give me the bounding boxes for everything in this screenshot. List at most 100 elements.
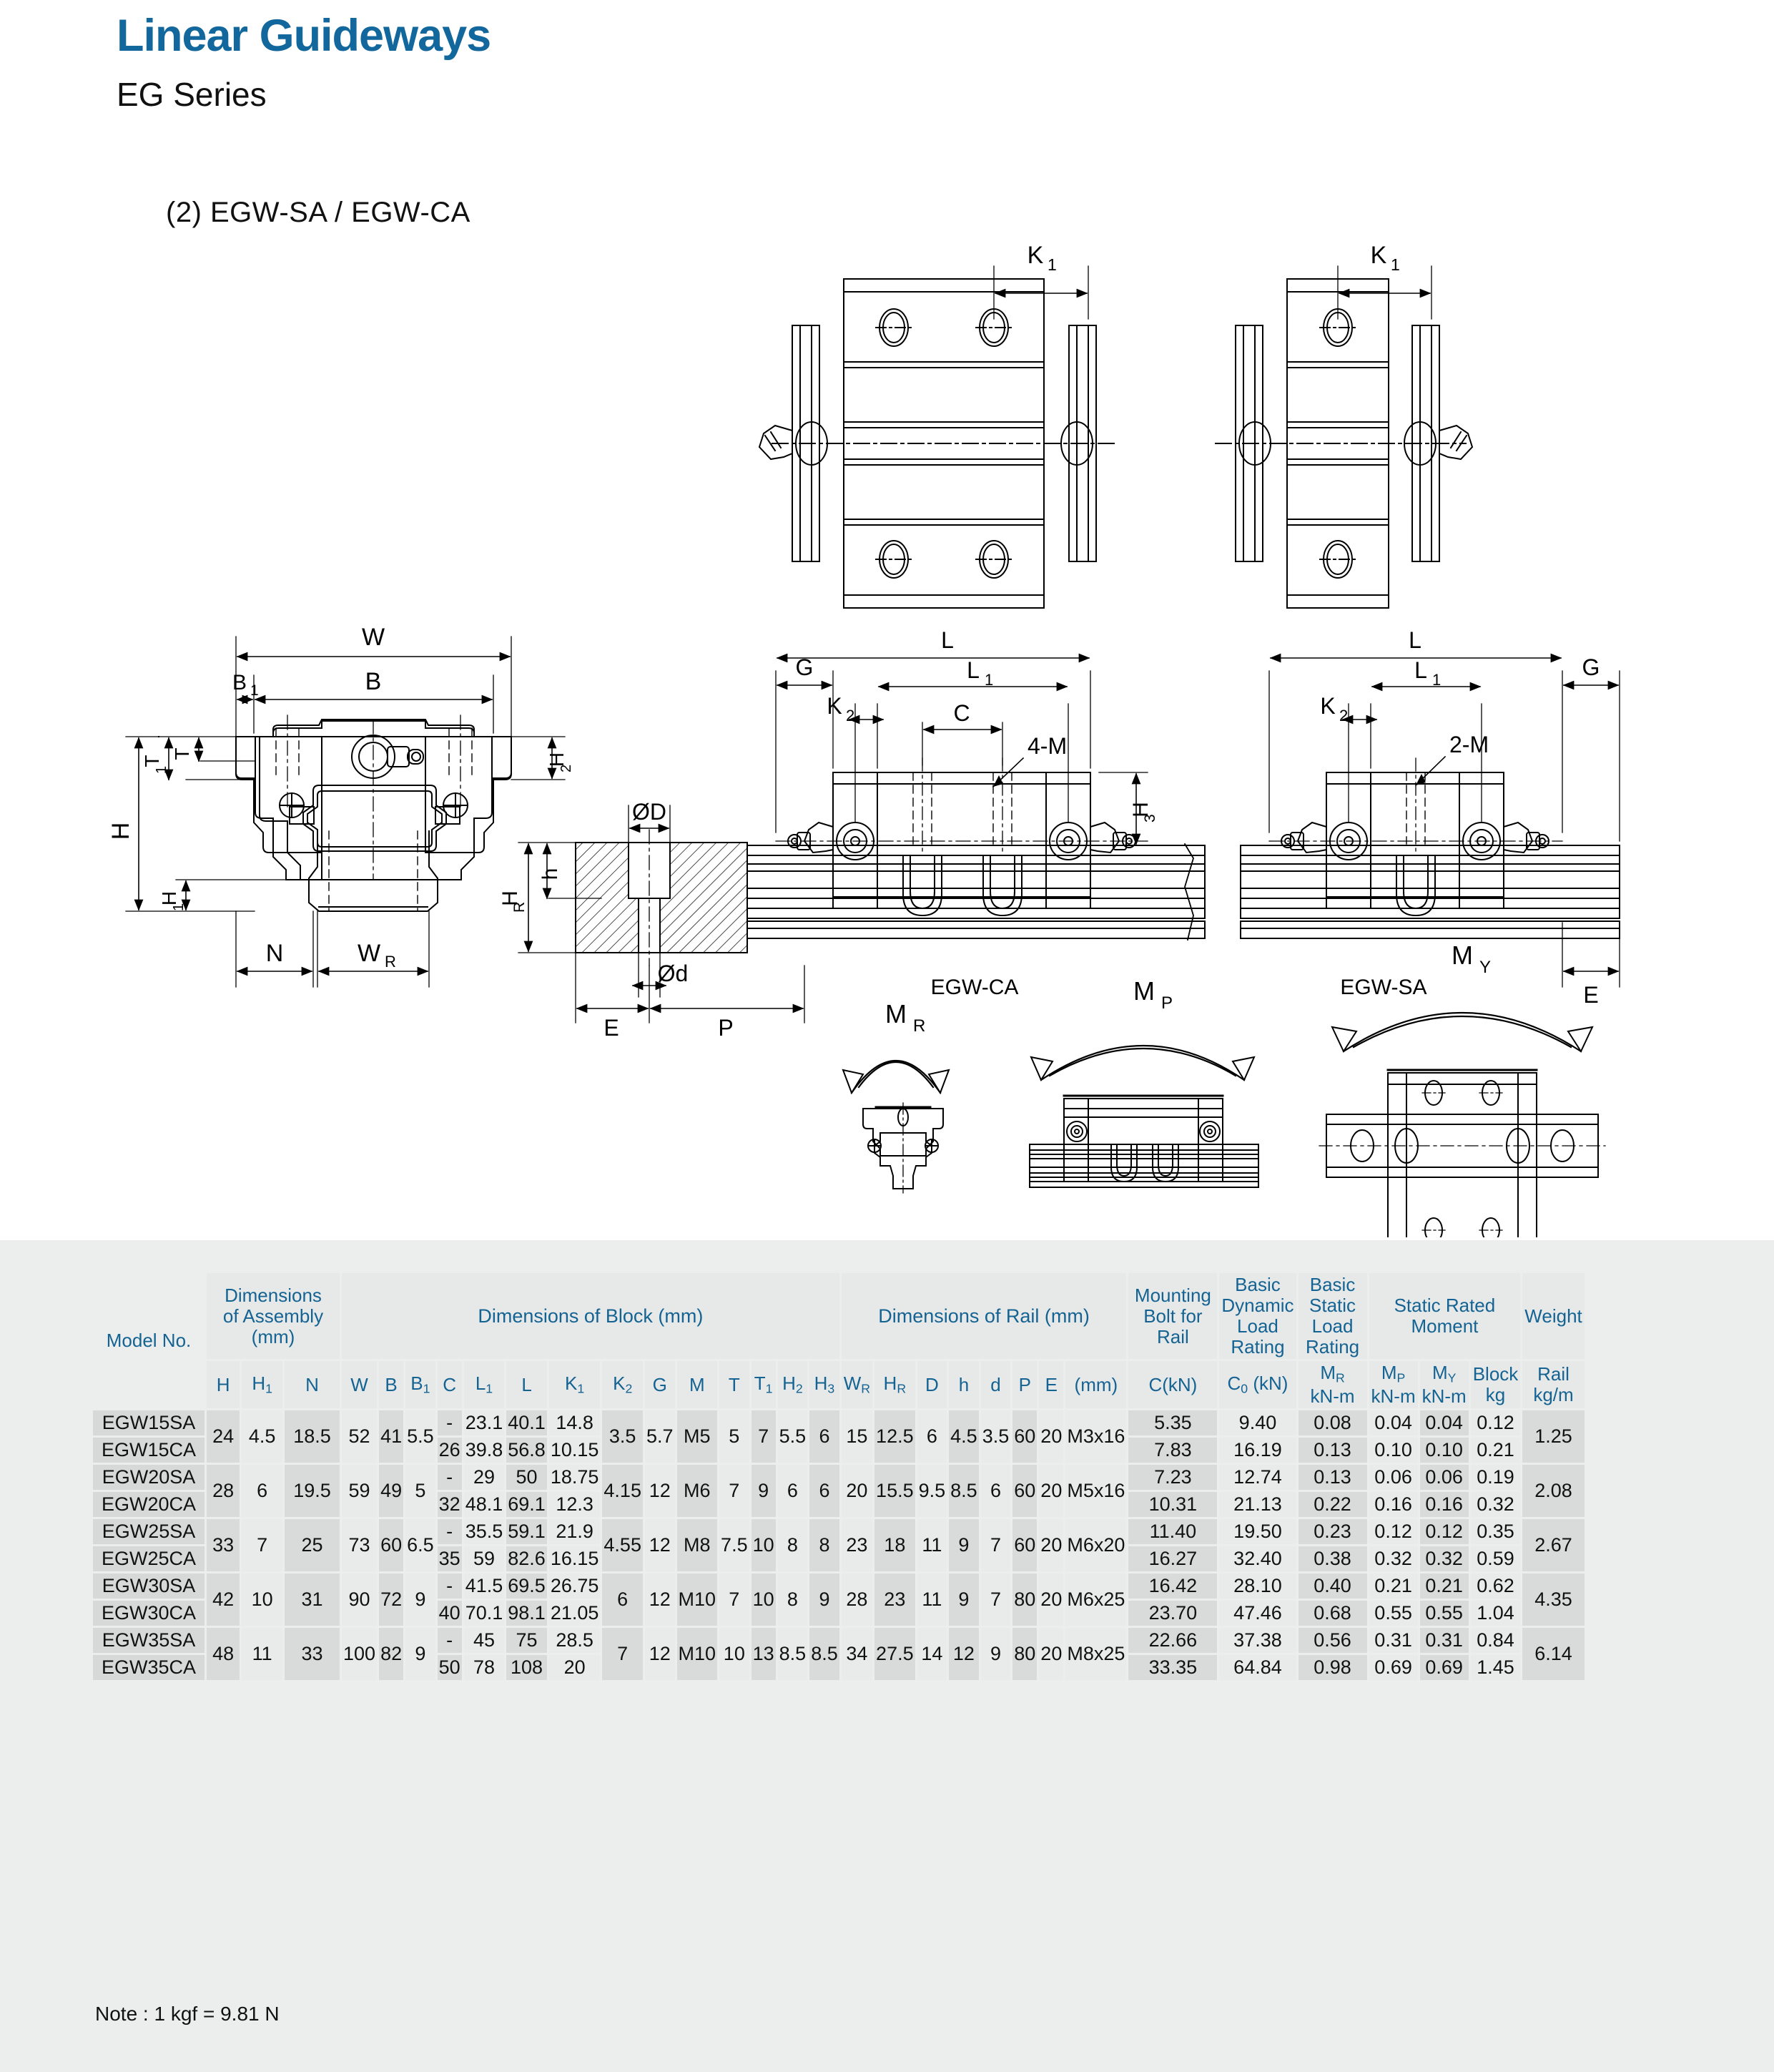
cell-B1: 9 <box>405 1573 435 1626</box>
cell-H: 42 <box>207 1573 240 1626</box>
cell-C0kn: 9.40 <box>1219 1410 1296 1435</box>
cell-MP: 0.12 <box>1369 1518 1418 1544</box>
cell-C0kn: 47.46 <box>1219 1600 1296 1626</box>
cell-E: 20 <box>1039 1573 1064 1626</box>
svg-text:2: 2 <box>846 707 854 725</box>
cell-Ckn: 16.27 <box>1128 1546 1218 1571</box>
cell-B: 49 <box>379 1464 404 1517</box>
cell-N: 33 <box>284 1627 340 1680</box>
cell-d: 7 <box>980 1518 1011 1571</box>
cell-P: 80 <box>1012 1627 1038 1680</box>
subheader-H1: H1 <box>242 1361 282 1408</box>
cell-D: 11 <box>917 1573 947 1626</box>
cell-H3: 8 <box>809 1518 839 1571</box>
cell-C0kn: 21.13 <box>1219 1491 1296 1517</box>
cell-Ckn: 5.35 <box>1128 1410 1218 1435</box>
cell-B1: 6.5 <box>405 1518 435 1571</box>
cell-block_weight: 0.62 <box>1470 1573 1521 1599</box>
table-note: Note : 1 kgf = 9.81 N <box>95 2003 280 2025</box>
cell-rail-weight: 6.14 <box>1522 1627 1585 1680</box>
cell-d: 7 <box>980 1573 1011 1626</box>
cell-K1: 12.3 <box>548 1491 601 1517</box>
cell-L1: 70.1 <box>463 1600 505 1626</box>
subheader-K1: K1 <box>548 1361 601 1408</box>
subheader-B: B <box>379 1361 404 1408</box>
cell-block_weight: 0.59 <box>1470 1546 1521 1571</box>
label-k1-right: K <box>1371 242 1387 269</box>
cell-L: 75 <box>506 1627 547 1653</box>
cell-H3: 6 <box>809 1410 839 1463</box>
cell-MP: 0.69 <box>1369 1654 1418 1680</box>
cell-Ckn: 11.40 <box>1128 1518 1218 1544</box>
cell-rail-weight: 1.25 <box>1522 1410 1585 1463</box>
cell-d: 9 <box>980 1627 1011 1680</box>
cell-rail-weight: 2.08 <box>1522 1464 1585 1517</box>
subheader-G: G <box>644 1361 675 1408</box>
cell-B: 82 <box>379 1627 404 1680</box>
cell-T: 7 <box>719 1573 749 1626</box>
cell-M: M8 <box>676 1518 718 1571</box>
cell-Ckn: 22.66 <box>1128 1627 1218 1653</box>
cell-MR: 0.23 <box>1298 1518 1367 1544</box>
cell-Ckn: 7.23 <box>1128 1464 1218 1490</box>
subheader-E: E <box>1039 1361 1064 1408</box>
cell-T: 7.5 <box>719 1518 749 1571</box>
cell-model-no: EGW20SA <box>93 1464 204 1490</box>
subheader-W: W <box>342 1361 378 1408</box>
cell-mounting-bolt: M6x25 <box>1065 1573 1127 1626</box>
cell-G: 12 <box>644 1518 675 1571</box>
side-view-egw-ca: G K 2 L L 1 C 4-M H 3 EGW-CA <box>746 627 1206 999</box>
cell-model-no: EGW30SA <box>93 1573 204 1599</box>
label-MR: M <box>885 999 907 1028</box>
cell-HR: 27.5 <box>874 1627 915 1680</box>
cell-L: 98.1 <box>506 1600 547 1626</box>
cell-HR: 12.5 <box>874 1410 915 1463</box>
cell-P: 80 <box>1012 1573 1038 1626</box>
cell-D: 11 <box>917 1518 947 1571</box>
subheader-C-kN: C(kN) <box>1128 1361 1218 1408</box>
cell-K1: 26.75 <box>548 1573 601 1599</box>
cell-M: M10 <box>676 1573 718 1626</box>
cell-MP: 0.32 <box>1369 1546 1418 1571</box>
cell-HR: 23 <box>874 1573 915 1626</box>
svg-text:1: 1 <box>985 671 993 689</box>
cell-D: 14 <box>917 1627 947 1680</box>
cell-L: 108 <box>506 1654 547 1680</box>
cell-E: 20 <box>1039 1464 1064 1517</box>
cell-T1: 10 <box>751 1573 776 1626</box>
cell-mounting-bolt: M8x25 <box>1065 1627 1127 1680</box>
subheader-WR: WR <box>841 1361 873 1408</box>
cell-MP: 0.31 <box>1369 1627 1418 1653</box>
cell-WR: 28 <box>841 1573 873 1626</box>
cell-d: 6 <box>980 1464 1011 1517</box>
cell-MY: 0.21 <box>1419 1573 1469 1599</box>
svg-text:1: 1 <box>1391 255 1400 274</box>
cell-h: 9 <box>949 1573 979 1626</box>
svg-text:R: R <box>511 902 528 913</box>
subheader-bolt-unit: (mm) <box>1065 1361 1127 1408</box>
cell-K1: 21.9 <box>548 1518 601 1544</box>
subheader-D: D <box>917 1361 947 1408</box>
cell-E: 20 <box>1039 1518 1064 1571</box>
header-weight: Weight <box>1522 1273 1585 1360</box>
cell-P: 60 <box>1012 1518 1038 1571</box>
caption-egw-sa: EGW-SA <box>1340 976 1426 999</box>
cell-C: 50 <box>437 1654 462 1680</box>
cell-Ckn: 7.83 <box>1128 1437 1218 1463</box>
cell-model-no: EGW20CA <box>93 1491 204 1517</box>
label-E-right: E <box>1583 982 1598 1008</box>
cell-HR: 15.5 <box>874 1464 915 1517</box>
cell-T: 5 <box>719 1410 749 1463</box>
cell-B: 60 <box>379 1518 404 1571</box>
cell-MY: 0.32 <box>1419 1546 1469 1571</box>
cell-MR: 0.38 <box>1298 1546 1367 1571</box>
